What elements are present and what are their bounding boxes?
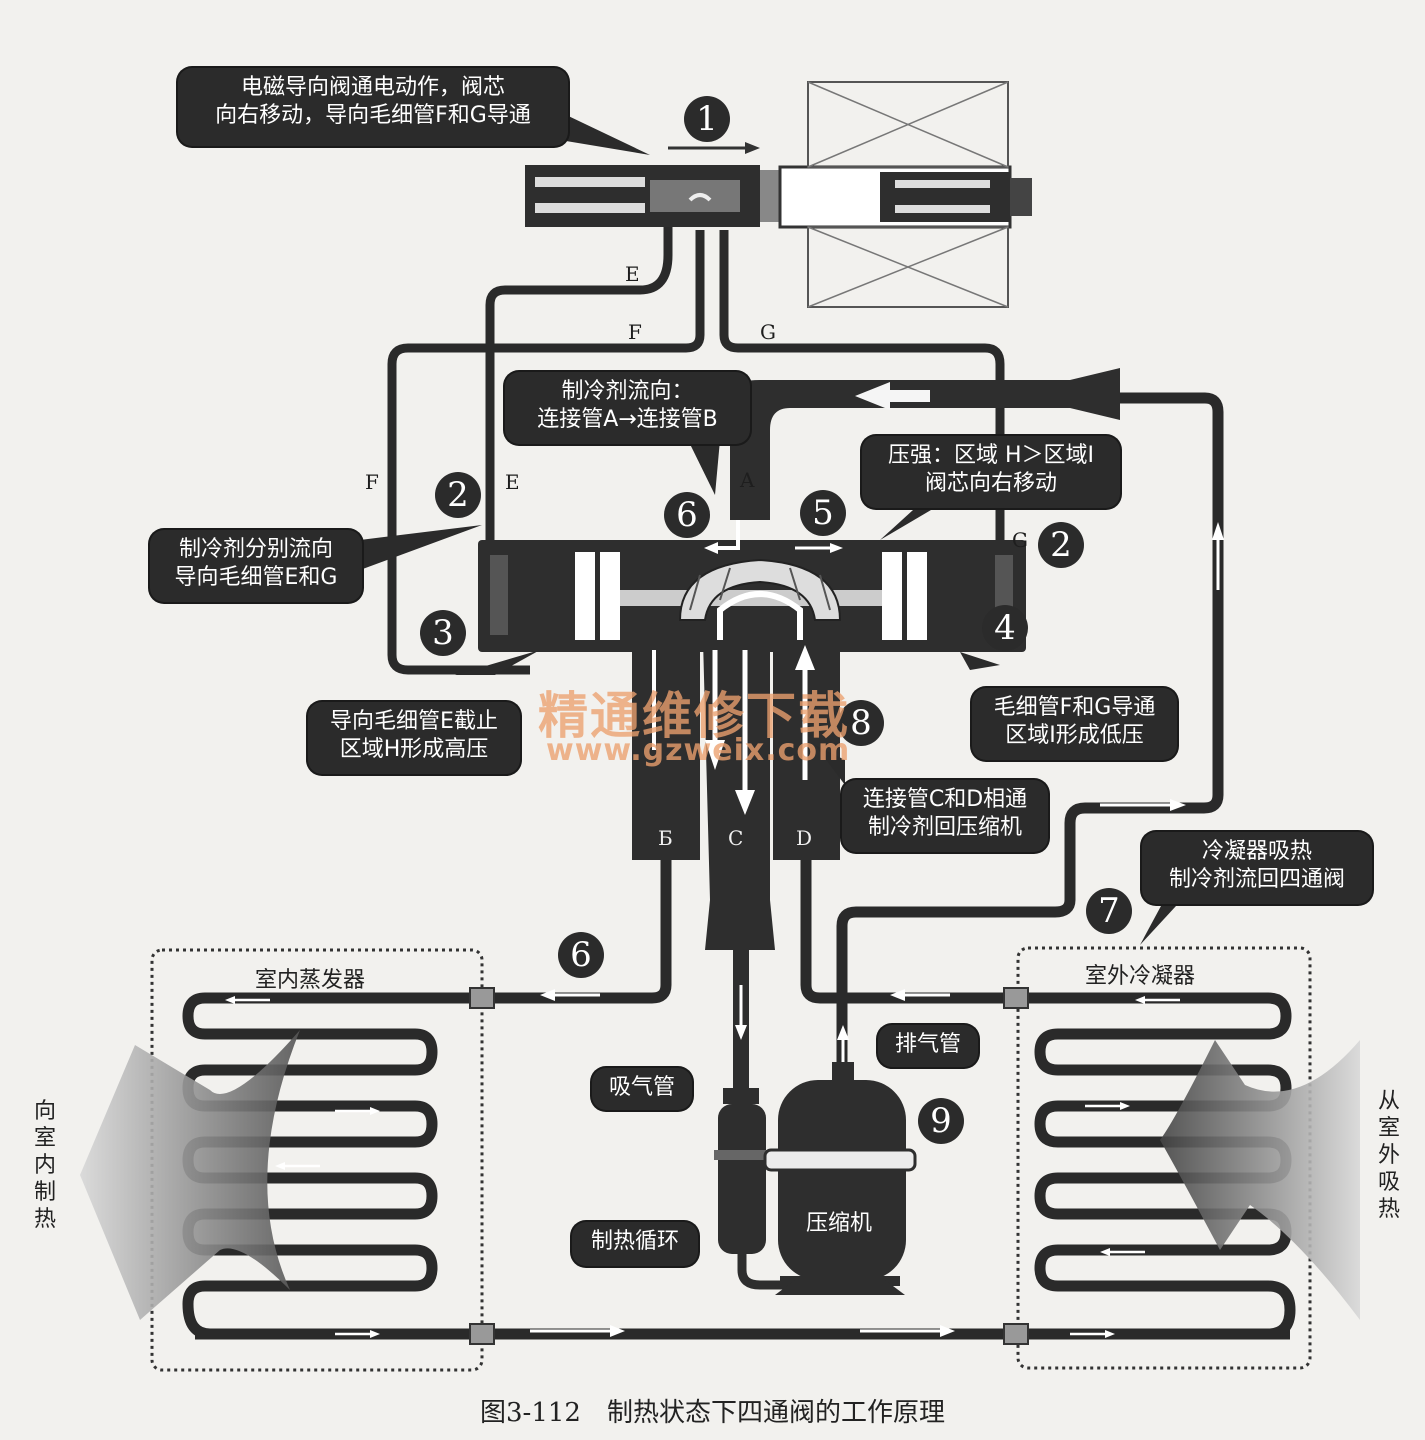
label-g-top: G — [760, 320, 776, 344]
discharge-pipe-to-a — [730, 368, 1224, 1070]
callout-fg-open: 毛细管F和G导通 区域I形成低压 — [972, 688, 1177, 760]
label-a: A — [740, 468, 755, 492]
compressor-label: 压缩机 — [806, 1211, 873, 1236]
callout-pressure: 压强：区域 H＞区域I 阀芯向右移动 — [862, 436, 1120, 508]
label-d: D — [796, 826, 813, 850]
step-number-6-top: 6 — [664, 492, 710, 538]
label-b: Б — [658, 826, 673, 850]
step-number-5: 5 — [800, 490, 846, 536]
side-text-left: 向室内制热 — [33, 1099, 56, 1232]
step-number-8: 8 — [838, 700, 884, 746]
callout-cd-connect: 连接管C和D相通 制冷剂回压缩机 — [842, 780, 1048, 852]
connection-pipes-bcd — [632, 591, 840, 950]
watermark-cn: 精通维修下载 — [538, 687, 850, 745]
pipe-d-to-outdoor — [800, 860, 1010, 1004]
pilot-solenoid-valve — [525, 81, 1032, 308]
figure-caption: 图3-112 制热状态下四通阀的工作原理 — [480, 1398, 945, 1428]
label-f-top: F — [628, 320, 642, 344]
pipe-b-to-indoor — [490, 860, 672, 1004]
step-number-6-bottom: 6 — [558, 932, 604, 978]
outdoor-condenser-title: 室外冷凝器 — [1085, 964, 1196, 989]
suction-pipe — [733, 950, 749, 1090]
callout-flow-ab: 制冷剂流向： 连接管A→连接管B — [505, 372, 750, 444]
indoor-evaporator-title: 室内蒸发器 — [255, 968, 366, 993]
step-number-2-left: 2 — [435, 472, 481, 518]
callout-split: 制冷剂分别流向 导向毛细管E和G — [150, 530, 362, 602]
callout-exhaust: 排气管 — [878, 1025, 978, 1067]
step-number-4: 4 — [982, 605, 1028, 651]
callout-suction: 吸气管 — [592, 1068, 692, 1110]
step-number-9: 9 — [918, 1098, 964, 1144]
label-g-right: G — [1012, 528, 1028, 552]
label-c: C — [728, 826, 744, 850]
step-number-3: 3 — [420, 610, 466, 656]
callout-cycle: 制热循环 — [572, 1222, 698, 1266]
compressor — [714, 1025, 917, 1295]
heat-in-arrow — [1160, 1040, 1360, 1320]
callout-condenser-absorb: 冷凝器吸热 制冷剂流回四通阀 — [1142, 832, 1372, 904]
capillary-tubes — [387, 220, 1005, 675]
callout-pointers — [360, 112, 1200, 945]
label-e-top: E — [625, 262, 640, 286]
side-text-right: 从室外吸热 — [1377, 1089, 1400, 1222]
label-f-left: F — [365, 470, 379, 494]
label-e-left: E — [505, 470, 520, 494]
step-number-2-right: 2 — [1038, 522, 1084, 568]
four-way-valve-body — [478, 520, 1026, 652]
step-number-1: 1 — [684, 96, 730, 142]
watermark-url: www.gzweix.com — [546, 733, 851, 768]
step-number-7: 7 — [1086, 888, 1132, 934]
heat-out-arrow — [80, 1030, 300, 1320]
callout-e-cutoff: 导向毛细管E截止 区域H形成高压 — [308, 702, 520, 774]
callout-solenoid: 电磁导向阀通电动作，阀芯 向右移动，导向毛细管F和G导通 — [178, 68, 568, 146]
